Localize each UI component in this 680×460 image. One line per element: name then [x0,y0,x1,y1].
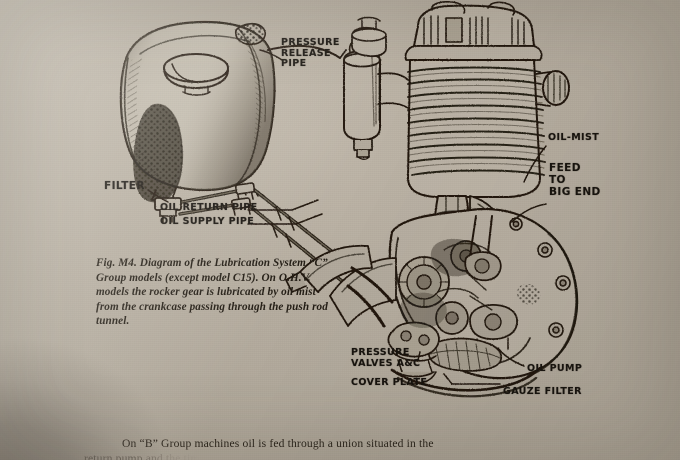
figure-caption: Fig. M4. Diagram of the Lubrication Syst… [96,257,328,328]
label-pressure-valves: PRESSURE VALVES A&C [351,347,421,369]
timing-gears [398,240,482,335]
gauze-filter [427,337,503,372]
label-oil-return-pipe: OIL RETURN PIPE [160,202,258,213]
label-oil-mist: OIL-MIST [548,132,600,143]
oil-pipes [178,44,354,288]
tank-vent-boss [234,22,266,46]
label-feed-to-big-end: FEED TO BIG END [549,162,601,198]
exhaust-port [535,70,570,107]
crankcase-skirt [469,195,513,281]
body-text-line-2: return pump and the timing [84,452,215,460]
label-cover-plate: COVER PLATE [351,377,428,388]
rocker-box [404,1,543,61]
label-filter: FILTER [104,180,145,192]
body-text-line-1-content: On “B” Group machines oil is fed through… [122,437,434,450]
big-end [464,215,502,282]
oil-filter-canister [339,38,409,160]
label-gauze-filter: GAUZE FILTER [503,386,582,397]
breather-cylinder [351,16,387,58]
body-text-line-1: On “B” Group machines oil is fed through… [100,437,434,450]
label-pressure-release-pipe: PRESSURE RELEASE PIPE [281,37,340,70]
oil-pump [469,304,518,360]
cylinder-barrel [407,59,570,198]
tank-filler-cap [163,53,229,96]
drive-side-cover [329,257,397,327]
label-oil-pump: OIL PUMP [527,363,583,374]
pushrod-tunnel [433,195,471,259]
label-oil-supply-pipe: OIL SUPPLY PIPE [160,216,255,227]
